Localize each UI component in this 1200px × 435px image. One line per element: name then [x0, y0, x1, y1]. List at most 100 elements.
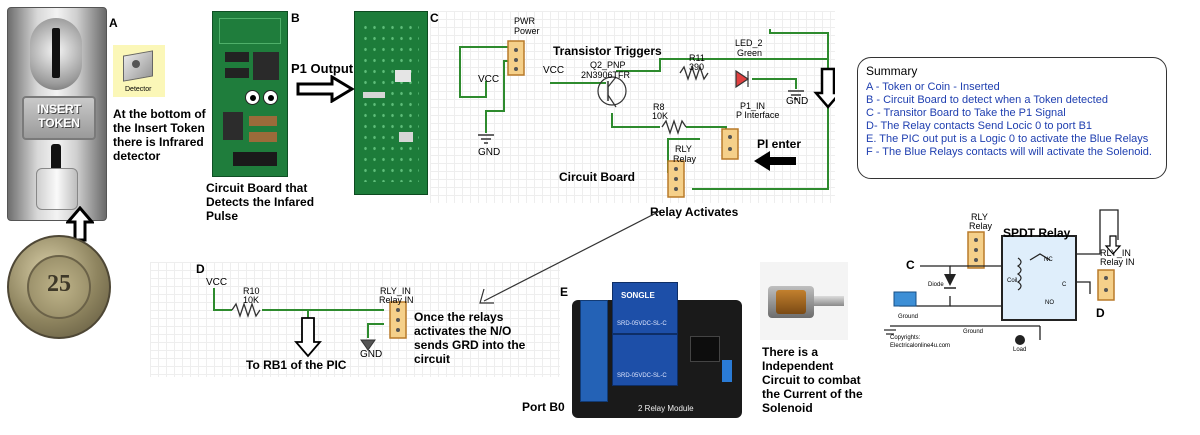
c-pin-label: C [1062, 282, 1067, 288]
spdt-rly-in-2: Relay IN [1100, 257, 1135, 267]
coin-mech-panel: INSERT TOKEN [7, 7, 107, 221]
summary-item: A - Token or Coin - Inserted [866, 81, 1000, 93]
label-d: D [196, 262, 205, 276]
coil-label: Coil [1007, 278, 1018, 284]
r8-label-2: 10K [652, 111, 669, 121]
spdt-rly-in-1: RLY_IN [1100, 248, 1131, 258]
ground-label-2: Ground [963, 329, 984, 335]
q2-label-2: 2N3906TFR [581, 70, 631, 80]
pi-enter-label: PI enter [757, 137, 802, 151]
coin-slot-opening [52, 28, 60, 78]
relay-2: SRD-05VDC-SL-C [612, 334, 678, 386]
r11-label-1: R11 [689, 53, 705, 63]
vcc-label-2: VCC [543, 65, 565, 76]
summary-item: D- The Relay contacts Send Locic 0 to po… [866, 120, 1093, 132]
q2-transistor [597, 76, 627, 106]
r10-resistor [231, 301, 261, 319]
return-cup [36, 168, 78, 210]
rly-label-1: RLY [675, 144, 692, 154]
panel-b-caption: Circuit Board that Detects the Infared P… [206, 181, 315, 223]
transistor-board-photo [354, 11, 428, 195]
down-arrow-icon-d [294, 317, 322, 358]
port-b0-label: Port B0 [522, 400, 565, 414]
relay-1: SONGLE SRD-05VDC-SL-C [612, 282, 678, 334]
r8-resistor [661, 118, 687, 136]
spdt-d-label: D [1096, 306, 1105, 320]
transistor-triggers-label: Transistor Triggers [553, 44, 662, 58]
rly-label-2: Relay [673, 154, 697, 164]
label-e: E [560, 285, 569, 299]
ground-label-1: Ground [898, 314, 919, 320]
gnd-symbol-spdt [884, 329, 896, 335]
r8-label-1: R8 [653, 102, 665, 112]
wire-rly-gnd [367, 323, 384, 338]
detector-label: Detector [125, 86, 152, 93]
detector-circuit-board-photo [212, 11, 288, 177]
rly-in-connector-spdt [1097, 269, 1115, 301]
summary-title: Summary [866, 64, 918, 78]
insert-token-plate: INSERT TOKEN [22, 96, 96, 140]
to-rb1-label: To RB1 of the PIC [246, 358, 347, 372]
spdt-c-label: C [906, 258, 915, 272]
gnd-label-2: GND [786, 96, 809, 107]
spdt-rly-label-1: RLY [971, 212, 988, 222]
solenoid-photo [760, 262, 848, 340]
copyrights-label-2: Electricalonline4u.com [890, 343, 951, 349]
relay-spec: SRD-05VDC-SL-C [617, 373, 667, 379]
spdt-box [1001, 235, 1077, 321]
coil-symbol [1016, 257, 1022, 291]
wire-led-gnd [752, 78, 797, 89]
wire-q2-r8 [611, 113, 660, 128]
vcc-label-d: VCC [206, 277, 228, 288]
p1-output-label: P1 Output [291, 61, 354, 76]
wire-vcc-r10 [213, 288, 232, 311]
gnd-symbol-d [360, 339, 376, 351]
vcc-label-1: VCC [478, 74, 500, 85]
wire-pwr-vcc [459, 46, 516, 98]
terminal-block [580, 300, 608, 402]
insert-text: INSERT [36, 102, 81, 116]
label-a: A [109, 16, 118, 30]
left-arrow-icon [754, 151, 796, 171]
schematic-c [459, 29, 835, 198]
relay-module-photo: SONGLE SRD-05VDC-SL-C SRD-05VDC-SL-C 2 R… [572, 282, 742, 418]
token-text: TOKEN [38, 116, 80, 130]
led-2 [735, 69, 750, 89]
once-relays-label: Once the relays activates the N/O sends … [414, 310, 526, 366]
coin-value: 25 [47, 271, 71, 297]
r10-label-1: R10 [243, 286, 260, 296]
schematic-d [213, 288, 407, 358]
schematic-c-background [430, 11, 835, 203]
pointer-arrow [479, 210, 661, 304]
gnd-label-1: GND [478, 147, 501, 158]
down-arrow-icon [813, 67, 835, 109]
load-label: Load [1013, 347, 1027, 353]
relay-activates-label: Relay Activates [650, 205, 739, 219]
circuit-board-label: Circuit Board [559, 170, 636, 184]
no-label: NO [1045, 300, 1054, 306]
p1-in-label-2: P Interface [736, 110, 780, 120]
wire-r8-p1 [686, 126, 727, 135]
ir-sensor-left [245, 90, 260, 105]
rly-in-label-2: Relay IN [379, 295, 414, 305]
gnd-label-d: GND [360, 349, 383, 360]
pwr-label-2: Power [514, 26, 540, 36]
load-icon [1015, 335, 1025, 345]
q2-label-1: Q2_PNP [590, 60, 626, 70]
right-arrow-icon [296, 75, 354, 103]
detector-icon: Detector [113, 45, 165, 97]
switch-symbol [893, 291, 917, 307]
p1-in-label-1: P1_IN [740, 101, 766, 111]
summary-item: C - Transitor Board to Take the P1 Signa… [866, 107, 1066, 119]
diode-label: Diode [928, 282, 944, 288]
gnd-symbol-2 [788, 90, 804, 100]
spdt-rly-label-2: Relay [969, 221, 993, 231]
ir-sensor-right [263, 90, 278, 105]
pwr-label-1: PWR [514, 16, 535, 26]
panel-a-caption: At the bottom of the Insert Token there … [113, 107, 206, 163]
rly-in-label-1: RLY_IN [380, 286, 411, 296]
summary-item: F - The Blue Relays contacts will will a… [866, 146, 1152, 158]
spdt-relay-schematic [880, 200, 1145, 360]
schematic-d-background [150, 262, 560, 377]
